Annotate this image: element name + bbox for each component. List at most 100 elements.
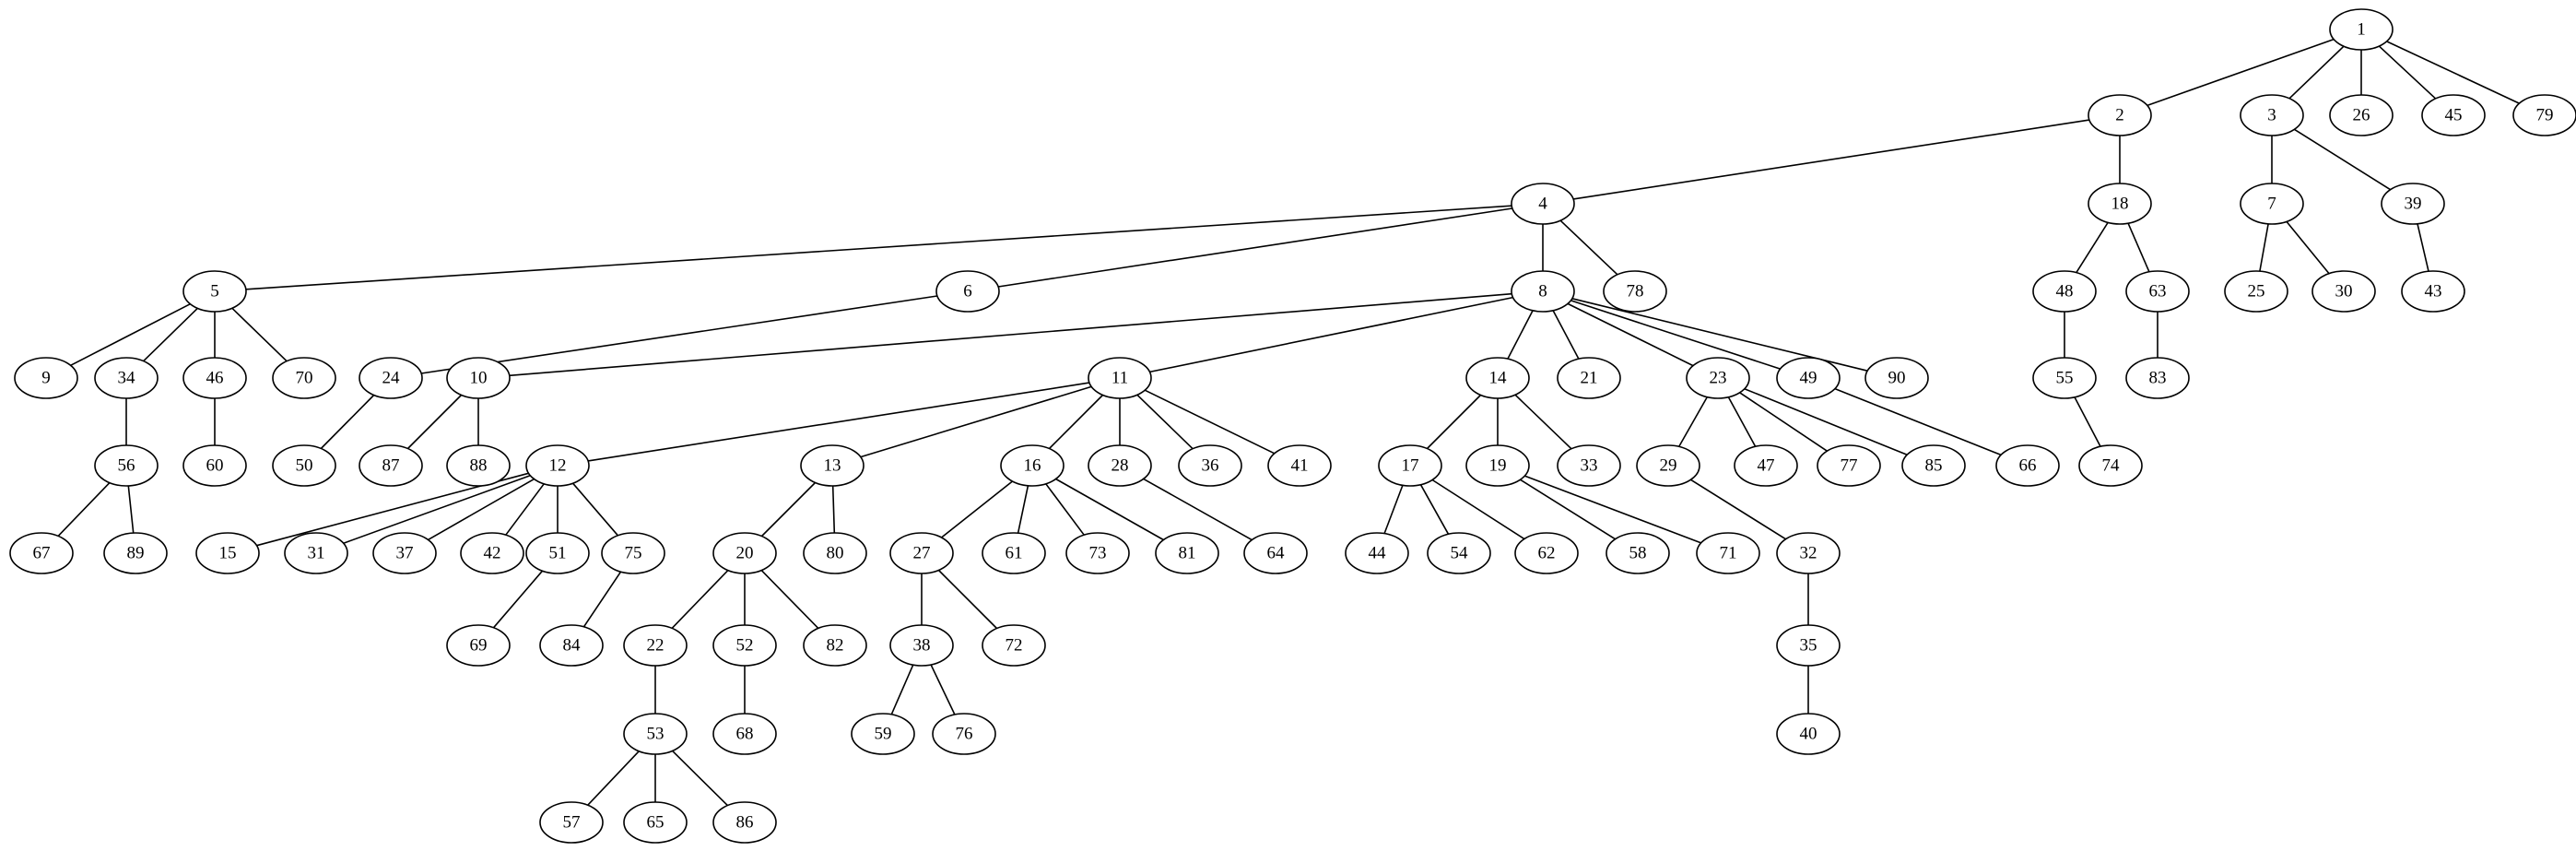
node-88: 88 [446, 444, 511, 487]
node-label: 45 [2445, 106, 2463, 125]
node-ellipse [1345, 532, 1409, 574]
node-81: 81 [1155, 532, 1219, 574]
node-label: 53 [647, 725, 665, 744]
node-ellipse [1817, 444, 1881, 487]
node-ellipse [623, 801, 688, 844]
node-ellipse [94, 357, 159, 399]
edge-14-33 [1514, 394, 1572, 450]
node-label: 4 [1538, 195, 1547, 214]
edge-7-25 [2259, 223, 2269, 272]
edge-3-39 [2293, 128, 2392, 191]
node-label: 24 [382, 369, 401, 388]
node-5: 5 [182, 270, 247, 313]
node-ellipse [1776, 532, 1841, 574]
node-21: 21 [1557, 357, 1621, 399]
node-28: 28 [1088, 444, 1152, 487]
node-ellipse [2240, 94, 2304, 136]
node-70: 70 [272, 357, 336, 399]
edge-38-76 [930, 664, 956, 715]
edge-28-64 [1143, 478, 1253, 541]
node-label: 58 [1629, 544, 1647, 563]
node-label: 46 [206, 369, 224, 388]
node-ellipse [2240, 183, 2304, 225]
node-50: 50 [272, 444, 336, 487]
node-label: 16 [1024, 456, 1041, 476]
node-label: 8 [1538, 282, 1547, 301]
edge-16-73 [1045, 483, 1085, 536]
node-label: 2 [2115, 106, 2124, 125]
edge-5-9 [70, 302, 191, 367]
edge-4-5 [245, 205, 1512, 290]
node-ellipse [1776, 357, 1841, 399]
edge-8-23 [1567, 302, 1694, 367]
node-3: 3 [2240, 94, 2304, 136]
node-ellipse [1267, 444, 1332, 487]
node-ellipse [195, 532, 260, 574]
node-label: 22 [647, 636, 665, 656]
edge-6-24 [420, 295, 938, 374]
node-ellipse [94, 444, 159, 487]
node-46: 46 [182, 357, 247, 399]
node-ellipse [14, 357, 78, 399]
node-22: 22 [623, 624, 688, 667]
node-17: 17 [1378, 444, 1442, 487]
node-ellipse [1776, 624, 1841, 667]
node-54: 54 [1427, 532, 1491, 574]
node-ellipse [601, 532, 665, 574]
node-label: 81 [1179, 544, 1196, 563]
node-ellipse [1995, 444, 2060, 487]
edge-13-20 [760, 481, 817, 538]
node-label: 47 [1758, 456, 1775, 476]
node-ellipse [2512, 94, 2576, 136]
edge-11-36 [1136, 394, 1194, 450]
node-ellipse [1378, 444, 1442, 487]
edge-56-67 [57, 482, 111, 537]
node-74: 74 [2078, 444, 2143, 487]
edge-12-37 [428, 478, 535, 541]
node-ellipse [539, 624, 604, 667]
node-13: 13 [800, 444, 865, 487]
node-label: 17 [1402, 456, 1419, 476]
edges-layer [57, 38, 2520, 807]
node-ellipse [2401, 270, 2465, 313]
node-ellipse [1557, 357, 1621, 399]
edge-13-80 [831, 485, 836, 534]
node-16: 16 [1000, 444, 1065, 487]
node-label: 86 [736, 813, 754, 833]
node-ellipse [1636, 444, 1700, 487]
node-55: 55 [2032, 357, 2097, 399]
node-29: 29 [1636, 444, 1700, 487]
node-85: 85 [1901, 444, 1966, 487]
node-label: 7 [2267, 195, 2276, 214]
node-77: 77 [1817, 444, 1881, 487]
node-label: 43 [2425, 282, 2442, 301]
node-ellipse [1178, 444, 1242, 487]
node-ellipse [182, 270, 247, 313]
node-90: 90 [1864, 357, 1929, 399]
edge-12-42 [505, 483, 545, 536]
edge-17-62 [1431, 479, 1525, 540]
node-label: 88 [470, 456, 488, 476]
node-label: 41 [1291, 456, 1309, 476]
node-51: 51 [525, 532, 590, 574]
node-label: 12 [549, 456, 567, 476]
node-ellipse [1776, 713, 1841, 755]
node-45: 45 [2421, 94, 2486, 136]
edge-56-89 [127, 485, 135, 534]
edge-8-11 [1149, 296, 1513, 373]
node-ellipse [525, 532, 590, 574]
node-52: 52 [712, 624, 777, 667]
node-label: 74 [2102, 456, 2121, 476]
node-42: 42 [460, 532, 524, 574]
node-83: 83 [2125, 357, 2190, 399]
node-ellipse [982, 624, 1046, 667]
edge-75-84 [582, 571, 622, 628]
node-35: 35 [1776, 624, 1841, 667]
node-41: 41 [1267, 444, 1332, 487]
edge-14-17 [1426, 394, 1482, 450]
edge-10-87 [406, 394, 463, 450]
node-15: 15 [195, 532, 260, 574]
node-label: 84 [563, 636, 582, 656]
